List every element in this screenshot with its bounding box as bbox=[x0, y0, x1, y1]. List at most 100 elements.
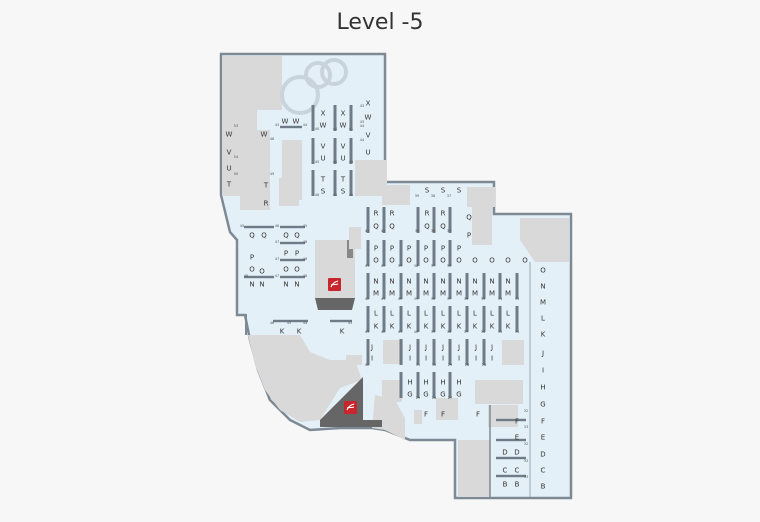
pillar bbox=[448, 372, 452, 398]
pillar bbox=[349, 138, 353, 164]
bay-label: L bbox=[506, 310, 510, 318]
room-block bbox=[383, 340, 403, 364]
bay-label: S bbox=[321, 188, 326, 196]
space-number: 43 bbox=[275, 123, 279, 127]
pillar bbox=[416, 207, 420, 233]
space-number: 44 bbox=[360, 138, 365, 142]
ramp-curve bbox=[304, 61, 332, 89]
bay-label: U bbox=[320, 155, 325, 163]
pillar bbox=[515, 273, 519, 299]
space-number: 41 bbox=[365, 264, 369, 268]
bay-label: C bbox=[503, 467, 508, 475]
space-number: 41 bbox=[349, 127, 353, 131]
space-number: 50 bbox=[234, 172, 238, 176]
space-number: 45 bbox=[349, 193, 353, 197]
pillar bbox=[432, 372, 436, 398]
bay-label: C bbox=[515, 467, 520, 475]
pillar bbox=[432, 207, 436, 233]
pillar bbox=[482, 273, 486, 299]
space-number: 49 bbox=[270, 172, 274, 176]
pillar bbox=[416, 306, 420, 332]
bay-label: S bbox=[457, 187, 462, 195]
bay-label: Q bbox=[373, 223, 379, 231]
bay-label: K bbox=[390, 323, 395, 331]
bay-label: H bbox=[423, 379, 428, 387]
bay-label: L bbox=[473, 310, 477, 318]
bay-label: G bbox=[440, 391, 445, 399]
space-number: 37 bbox=[447, 229, 451, 233]
bay-label: L bbox=[541, 315, 545, 323]
bay-label: O bbox=[249, 266, 255, 274]
space-number: 40 bbox=[414, 330, 418, 334]
room-block bbox=[346, 355, 362, 365]
divider-bar bbox=[330, 319, 352, 323]
bay-label: O bbox=[406, 257, 412, 265]
space-number: 43 bbox=[348, 321, 352, 325]
space-number: 44 bbox=[303, 321, 308, 325]
bay-label: X bbox=[321, 110, 326, 118]
divider-bar bbox=[280, 125, 302, 129]
pillar bbox=[515, 306, 519, 332]
bay-label: J bbox=[441, 344, 444, 352]
bay-label: X bbox=[341, 110, 346, 118]
divider-bar bbox=[496, 418, 526, 422]
pillar bbox=[349, 105, 353, 131]
space-number: 36 bbox=[464, 297, 468, 301]
space-number: 37 bbox=[431, 264, 435, 268]
pillar bbox=[416, 273, 420, 299]
room-block bbox=[436, 398, 458, 420]
level-title: Level -5 bbox=[336, 10, 424, 35]
ramp-curve bbox=[320, 58, 348, 86]
divider-bar bbox=[496, 438, 526, 442]
bay-label: J bbox=[408, 344, 411, 352]
bay-label: V bbox=[321, 143, 326, 151]
pillar bbox=[448, 240, 452, 266]
bay-label: O bbox=[373, 257, 379, 265]
space-number: 38 bbox=[447, 330, 451, 334]
bay-label: H bbox=[407, 379, 412, 387]
pillar bbox=[399, 273, 403, 299]
bay-label: N bbox=[440, 278, 445, 286]
space-number: 33 bbox=[515, 297, 519, 301]
space-number: 37 bbox=[447, 297, 451, 301]
bay-label: I bbox=[442, 355, 444, 363]
bay-label: R bbox=[441, 210, 446, 218]
space-number: 37 bbox=[447, 194, 451, 198]
bay-label: L bbox=[424, 310, 428, 318]
pillar bbox=[399, 372, 403, 398]
room-block bbox=[355, 160, 387, 196]
space-number: 35 bbox=[481, 297, 485, 301]
space-number: 33 bbox=[524, 425, 528, 429]
bay-label: T bbox=[340, 176, 346, 184]
space-number: 36 bbox=[447, 264, 451, 268]
pillar bbox=[399, 339, 403, 365]
bay-label: P bbox=[424, 245, 428, 253]
bay-label: K bbox=[506, 323, 511, 331]
space-number: 29 bbox=[416, 396, 420, 400]
pillar bbox=[465, 306, 469, 332]
divider-bar bbox=[496, 456, 526, 460]
bay-label: J bbox=[424, 344, 427, 352]
space-number: 43 bbox=[349, 160, 353, 164]
space-number: 28 bbox=[482, 363, 486, 367]
pillar bbox=[311, 105, 315, 131]
bay-label: P bbox=[441, 245, 445, 253]
bay-label: S bbox=[425, 187, 430, 195]
bay-label: U bbox=[365, 149, 370, 157]
bay-label: O bbox=[259, 268, 265, 276]
bay-label: O bbox=[472, 257, 478, 265]
divider-bar bbox=[244, 225, 274, 229]
space-number: 39 bbox=[415, 229, 419, 233]
space-number: 48 bbox=[303, 240, 307, 244]
space-number: 47 bbox=[275, 274, 279, 278]
bay-label: N bbox=[423, 278, 428, 286]
bay-label: K bbox=[280, 328, 285, 336]
bay-label: K bbox=[441, 323, 446, 331]
inner-wall bbox=[237, 314, 247, 335]
bay-label: M bbox=[456, 290, 462, 298]
bay-label: K bbox=[297, 328, 302, 336]
pillar bbox=[366, 339, 370, 365]
space-number: 39 bbox=[431, 330, 435, 334]
pillar bbox=[333, 138, 337, 164]
pillar bbox=[498, 306, 502, 332]
